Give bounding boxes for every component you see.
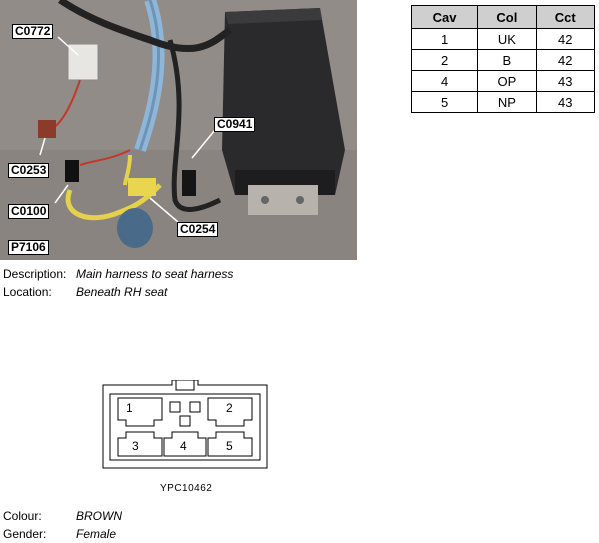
colour-label: Colour: xyxy=(3,509,42,523)
callout-c0254: C0254 xyxy=(177,222,219,237)
header-cct: Cct xyxy=(535,5,596,29)
photo-illustration xyxy=(0,0,357,260)
callout-c0941: C0941 xyxy=(214,117,256,132)
colour-value: BROWN xyxy=(76,509,122,523)
header-cav: Cav xyxy=(410,5,479,29)
table-row: 5 NP 43 xyxy=(410,91,596,113)
table-row: 4 OP 43 xyxy=(410,70,596,92)
gender-value: Female xyxy=(76,527,117,541)
callout-c0253: C0253 xyxy=(8,163,50,178)
pin-2-label: 2 xyxy=(226,401,233,415)
location-value: Beneath RH seat xyxy=(76,285,168,299)
gender-label: Gender: xyxy=(3,527,47,541)
cell-col: OP xyxy=(477,70,537,92)
pin-5-label: 5 xyxy=(226,439,233,453)
header-col: Col xyxy=(477,5,537,29)
table-row: 1 UK 42 xyxy=(410,28,596,50)
cell-col: NP xyxy=(477,91,537,113)
location-label: Location: xyxy=(3,285,52,299)
connector-id-label: P7106 xyxy=(8,240,49,255)
connector-face-diagram: 1 2 3 4 5 xyxy=(102,380,268,469)
description-label: Description: xyxy=(3,267,67,281)
pin-1-label: 1 xyxy=(126,401,133,415)
pin-3-label: 3 xyxy=(132,439,139,453)
callout-c0100: C0100 xyxy=(8,204,50,219)
diagram-reference: YPC10462 xyxy=(160,483,213,494)
cell-cct: 42 xyxy=(535,28,596,50)
cell-cav: 1 xyxy=(410,28,479,50)
table-header-row: Cav Col Cct xyxy=(410,5,596,29)
cell-cct: 42 xyxy=(535,49,596,71)
pin-4-label: 4 xyxy=(180,439,187,453)
callout-c0772: C0772 xyxy=(12,24,54,39)
cell-col: UK xyxy=(477,28,537,50)
cell-cct: 43 xyxy=(535,70,596,92)
table-row: 2 B 42 xyxy=(410,49,596,71)
description-value: Main harness to seat harness xyxy=(76,267,234,281)
cell-cct: 43 xyxy=(535,91,596,113)
cell-col: B xyxy=(477,49,537,71)
cavity-colour-circuit-table: Cav Col Cct 1 UK 42 2 B 42 4 OP 43 5 NP … xyxy=(410,5,596,113)
cell-cav: 5 xyxy=(410,91,479,113)
connector-location-photo: C0772 C0941 C0253 C0100 C0254 P7106 xyxy=(0,0,357,260)
cell-cav: 4 xyxy=(410,70,479,92)
cell-cav: 2 xyxy=(410,49,479,71)
